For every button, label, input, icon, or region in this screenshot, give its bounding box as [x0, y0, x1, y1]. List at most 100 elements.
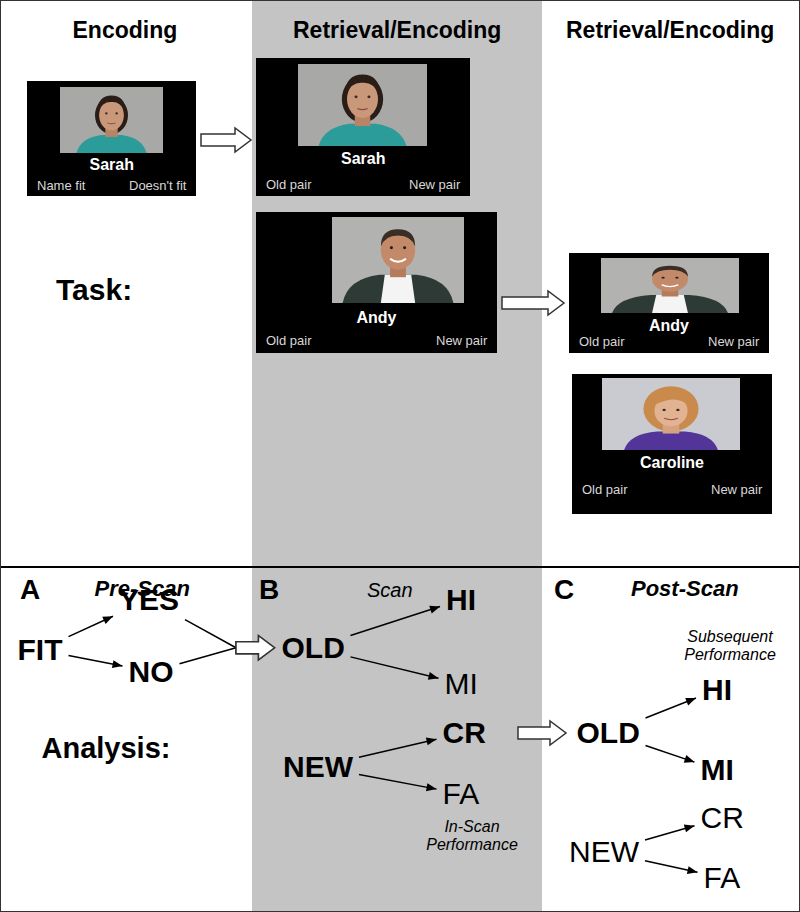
- face-photo: [60, 87, 163, 153]
- block-arrow: [502, 291, 564, 315]
- panel-letter: B: [259, 574, 279, 606]
- face-name: Sarah: [341, 150, 385, 168]
- term-text: NEW: [566, 834, 642, 871]
- term-text: MI: [698, 752, 737, 789]
- screen-frame: [256, 58, 470, 196]
- connector-arrow: [502, 291, 564, 315]
- screen-frame: [569, 253, 769, 353]
- response-option: Old pair: [266, 334, 312, 349]
- performance-note: In-Scan Performance: [417, 818, 527, 855]
- screen-frame: [27, 81, 196, 196]
- analysis-term: FIT: [15, 632, 66, 669]
- response-option: New pair: [708, 335, 759, 350]
- connector-line: [359, 774, 437, 789]
- response-option: Name fit: [37, 179, 85, 194]
- stimulus-screen: CarolineOld pairNew pair: [572, 374, 772, 514]
- performance-note: Subsequent Performance: [675, 628, 785, 665]
- connector-line: [69, 616, 114, 636]
- term-text: HI: [699, 672, 735, 709]
- term-text: OLD: [574, 715, 643, 752]
- arrow-head: [684, 755, 695, 763]
- term-text: MI: [442, 666, 481, 703]
- connector-line: [351, 657, 439, 678]
- panel-letter: C: [554, 574, 574, 606]
- response-option: New pair: [409, 178, 460, 193]
- face-name: Sarah: [90, 156, 134, 174]
- response-option: Doesn't fit: [129, 179, 186, 194]
- response-option: Old pair: [266, 178, 312, 193]
- analysis-term: FA: [440, 776, 483, 813]
- scan-band: Retrieval/EncodingB ScanIn-Scan Performan…: [252, 0, 542, 912]
- response-option: Old pair: [579, 335, 625, 350]
- connector-arrow: [359, 738, 437, 758]
- connector-line: [646, 745, 695, 762]
- stimulus-screen: AndyOld pair New pair: [256, 212, 497, 353]
- phase-title: Post-Scan: [631, 576, 739, 601]
- analysis-term: FA: [701, 860, 744, 897]
- phase-title: Scan: [367, 579, 413, 602]
- connector-arrow: [646, 745, 695, 762]
- term-text: FA: [701, 860, 744, 897]
- response-option: New pair: [711, 483, 762, 498]
- column-heading: Retrieval/Encoding: [566, 17, 774, 43]
- face-name: Andy: [357, 309, 397, 327]
- term-text: NEW: [280, 749, 356, 786]
- connector-line: [180, 648, 237, 664]
- term-text: OLD: [279, 630, 348, 667]
- response-option: New pair: [436, 334, 487, 349]
- analysis-term: HI: [443, 582, 479, 619]
- analysis-term: MI: [698, 752, 737, 789]
- column-heading: Encoding: [73, 17, 178, 43]
- term-text: HI: [443, 582, 479, 619]
- arrow-head: [428, 672, 439, 680]
- block-arrow: [236, 636, 275, 660]
- stimulus-screen: AndyOld pairNew pair: [569, 253, 769, 353]
- phase-title: Pre-Scan: [95, 576, 190, 601]
- arrow-head: [687, 866, 698, 874]
- row-title: Analysis:: [42, 732, 171, 765]
- analysis-term: CR: [698, 800, 747, 837]
- connector-arrow: [351, 606, 441, 636]
- face-photo: [602, 378, 740, 450]
- stimulus-screen: SarahOld pair New pair: [256, 58, 470, 196]
- connector-arrow: [645, 825, 695, 840]
- arrow-head: [684, 825, 695, 833]
- screen-frame: [256, 212, 497, 353]
- analysis-term: MI: [442, 666, 481, 703]
- response-option: Old pair: [582, 483, 628, 498]
- term-text: NO: [126, 654, 177, 691]
- connector-line: [185, 620, 236, 648]
- screen-frame: [572, 374, 772, 514]
- connector-arrow: [645, 861, 698, 874]
- scan-band-fill: [252, 0, 542, 912]
- arrow-head: [426, 783, 437, 791]
- connector-arrow: [69, 616, 114, 636]
- arrow-head: [112, 660, 123, 668]
- panel-letter: A: [20, 574, 40, 606]
- transfer-arrow: [518, 721, 566, 745]
- face-photo: [332, 217, 464, 303]
- face-photo: [298, 64, 427, 146]
- connector-line: [646, 698, 697, 718]
- connector-arrow: [646, 698, 697, 718]
- divider-line: [0, 566, 800, 568]
- connector-arrow: [180, 636, 275, 664]
- connector-arrow: [69, 655, 123, 668]
- face-photo: [601, 258, 739, 313]
- connector-arrow: [359, 774, 437, 791]
- connector-arrow: [185, 620, 275, 660]
- analysis-term: NEW: [280, 749, 356, 786]
- row-title: Task:: [56, 273, 132, 308]
- analysis-term: OLD: [574, 715, 643, 752]
- arrow-head: [685, 698, 696, 705]
- block-arrow: [236, 636, 275, 660]
- term-text: CR: [698, 800, 747, 837]
- analysis-term: CR: [440, 715, 489, 752]
- block-arrow: [201, 128, 251, 152]
- column-heading: Retrieval/Encoding: [293, 17, 501, 43]
- arrow-head: [429, 606, 440, 614]
- connector-arrow: [201, 128, 251, 152]
- arrow-head: [426, 738, 437, 746]
